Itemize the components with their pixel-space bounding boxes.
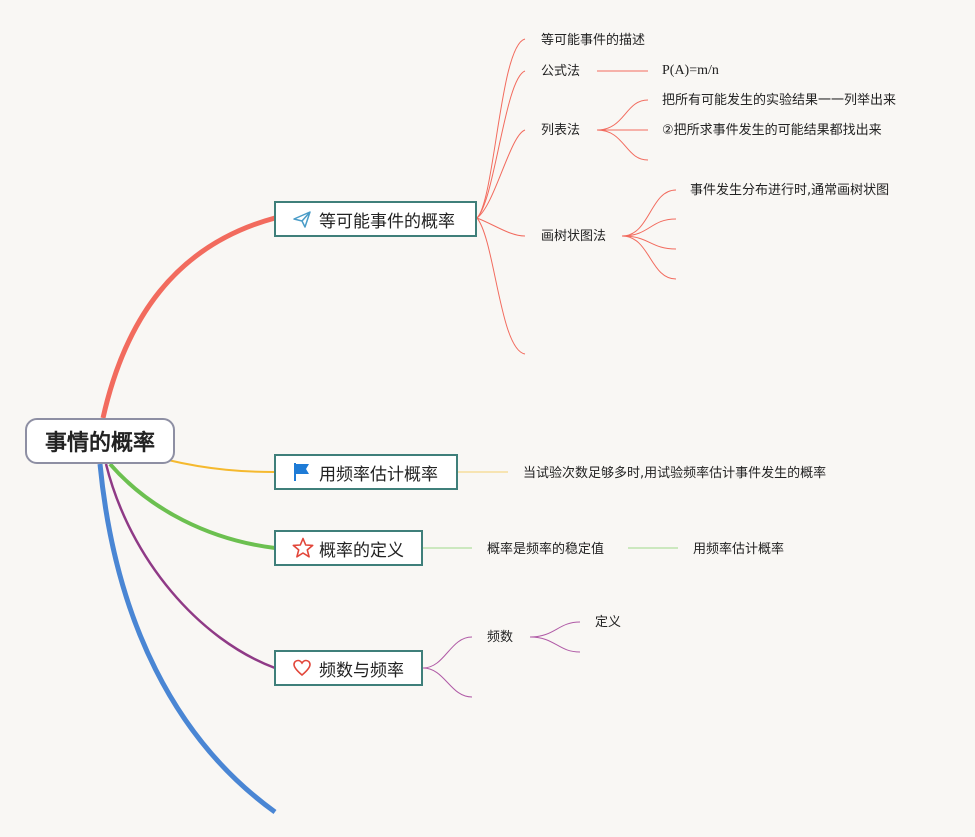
- branch-label: 等可能事件的概率: [319, 211, 455, 232]
- edge-b1-formula: [476, 70, 526, 219]
- branch-frequency[interactable]: 频数与频率: [274, 650, 423, 686]
- edge-b1-description: [476, 38, 526, 219]
- edge-listing-3: [596, 129, 649, 161]
- node-tree[interactable]: 画树状图法: [541, 229, 607, 244]
- node-definition-sub[interactable]: 用频率估计概率: [693, 542, 785, 557]
- node-frequency-sub[interactable]: 定义: [595, 615, 622, 630]
- root-node[interactable]: 事情的概率: [25, 418, 175, 464]
- node-listing-item-1[interactable]: 把所有可能发生的实验结果一一列举出来: [662, 93, 897, 108]
- edge-root-probability: [100, 215, 276, 419]
- branch-equal-probability[interactable]: 等可能事件的概率: [274, 201, 477, 237]
- branch-definition[interactable]: 概率的定义: [274, 530, 423, 566]
- edge-root-frequency: [104, 463, 276, 670]
- node-frequency-label[interactable]: 频数: [487, 630, 514, 645]
- heart-icon: [292, 657, 314, 679]
- node-description[interactable]: 等可能事件的描述: [541, 33, 646, 48]
- node-formula[interactable]: 公式法: [541, 64, 581, 79]
- node-frequency-estimate-note[interactable]: 当试验次数足够多时,用试验频率估计事件发生的概率: [523, 466, 827, 481]
- edge-root-frequency-estimate: [167, 459, 276, 473]
- edge-root-extra: [97, 463, 277, 815]
- edge-b4-blank: [422, 667, 473, 698]
- star-icon: [292, 537, 314, 559]
- edge-tree-1: [621, 189, 677, 237]
- node-listing-item-2[interactable]: ②把所求事件发生的可能结果都找出来: [662, 123, 882, 138]
- edge-b4-label: [422, 636, 473, 669]
- edge-tree-4: [621, 235, 677, 280]
- branch-label: 概率的定义: [319, 540, 404, 561]
- branch-label: 频数与频率: [319, 660, 404, 681]
- node-tree-item-1[interactable]: 事件发生分布进行时,通常画树状图: [690, 183, 890, 198]
- node-formula-value[interactable]: P(A)=m/n: [662, 63, 719, 78]
- edge-b1-blank: [476, 217, 526, 355]
- edge-root-definition: [108, 462, 276, 550]
- edge-b4-sub-2: [529, 636, 581, 653]
- edge-b1-tree: [476, 217, 526, 237]
- branch-frequency-estimate[interactable]: 用频率估计概率: [274, 454, 458, 490]
- edge-b4-sub-1: [529, 621, 581, 638]
- node-definition-label[interactable]: 概率是频率的稳定值: [487, 542, 605, 557]
- edge-listing-1: [596, 99, 649, 131]
- flag-icon: [292, 461, 314, 483]
- node-listing[interactable]: 列表法: [541, 123, 581, 138]
- branch-label: 用频率估计概率: [319, 464, 438, 485]
- edge-tree-2: [621, 218, 677, 237]
- edge-tree-3: [621, 235, 677, 250]
- paper-plane-icon: [292, 208, 314, 230]
- edge-b1-listing: [476, 129, 526, 219]
